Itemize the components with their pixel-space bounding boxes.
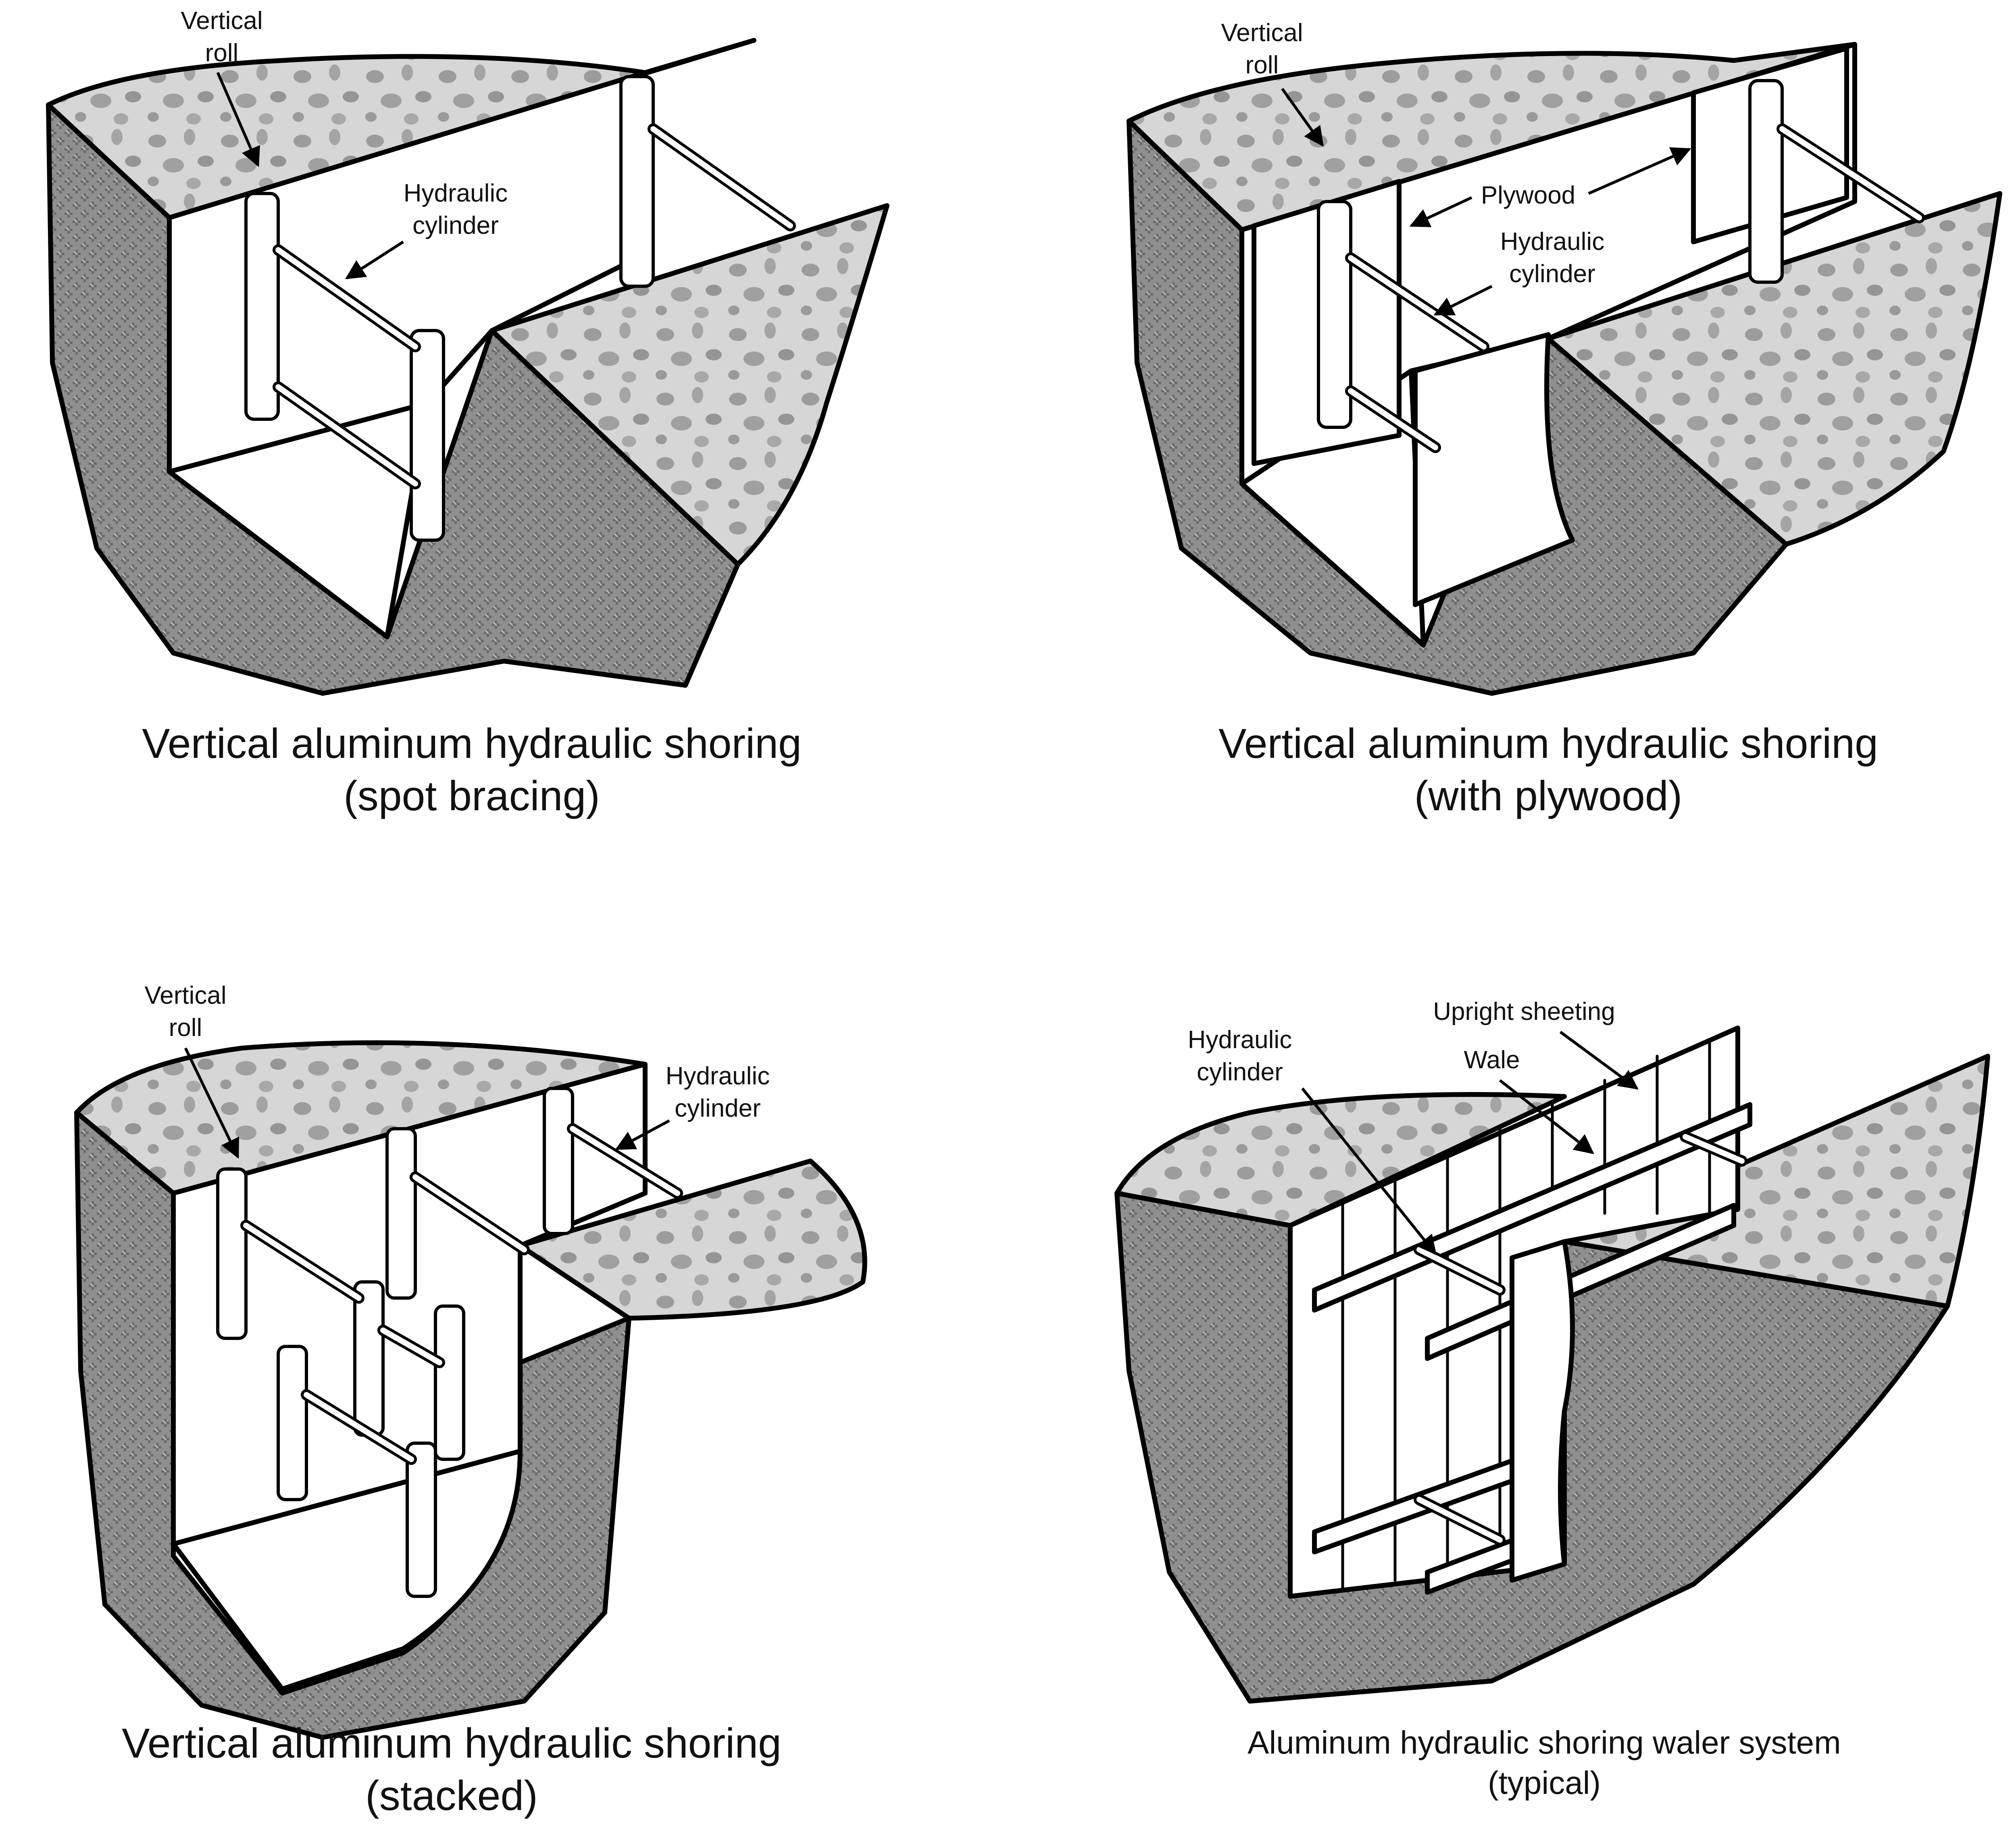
hydraulic-cylinder [275, 247, 418, 350]
hydraulic-cylinder [570, 1126, 680, 1196]
leader-arrow [216, 72, 260, 167]
vertical-rail [353, 1280, 385, 1437]
caption-line-1: Vertical aluminum hydraulic shoring [142, 720, 802, 767]
vertical-rail [619, 75, 655, 288]
vertical-rail [244, 192, 280, 421]
vertical-rail [543, 1087, 574, 1235]
wale-upper [1312, 1102, 1752, 1313]
label-hydraulic-cylinder-1: Hydraulic [666, 1062, 770, 1090]
label-hydraulic-cylinder-1: Hydraulic [1500, 228, 1604, 256]
vertical-rail [1317, 200, 1352, 429]
leader-arrow [1433, 285, 1493, 316]
label-vertical-roll-2: roll [205, 39, 239, 67]
vertical-rail [406, 1442, 437, 1598]
hydraulic-cylinder [1348, 388, 1438, 450]
hydraulic-cylinder [380, 1327, 442, 1365]
hydraulic-cylinder [1683, 1134, 1745, 1164]
leader-arrow [345, 241, 404, 279]
hydraulic-cylinder [275, 384, 418, 487]
hydraulic-cylinder [650, 126, 793, 229]
ground-surface-left [74, 1040, 648, 1196]
leader-arrow [1559, 1031, 1639, 1090]
panel-with-plywood: Vertical roll Plywood Hydraulic cylinder… [1127, 19, 2002, 820]
vertical-rail [1748, 79, 1784, 284]
hydraulic-cylinder [304, 1392, 414, 1462]
label-hydraulic-cylinder-2: cylinder [1197, 1058, 1283, 1086]
ground-surface-right [489, 203, 889, 567]
caption-line-2: (spot bracing) [344, 773, 600, 820]
hydraulic-cylinder [1416, 1247, 1503, 1293]
label-hydraulic-cylinder-2: cylinder [675, 1094, 761, 1122]
label-upright-sheeting: Upright sheeting [1433, 998, 1615, 1026]
ground-surface-left [1114, 1092, 1567, 1228]
label-wale: Wale [1464, 1046, 1520, 1074]
vertical-rail [410, 329, 445, 542]
ground-surface-left [1127, 42, 1857, 232]
hydraulic-cylinder [412, 1174, 527, 1252]
ground-surface-left [46, 38, 756, 220]
plywood-sheet-front [1413, 332, 1575, 607]
label-hydraulic-cylinder-2: cylinder [412, 212, 499, 239]
hydraulic-cylinder [243, 1223, 362, 1301]
vertical-rail [277, 1345, 308, 1501]
caption-line-2: (typical) [1488, 1765, 1601, 1801]
leader-arrow [1281, 87, 1324, 147]
label-vertical-roll-1: Vertical [181, 7, 262, 35]
vertical-rail [434, 1304, 465, 1461]
hydraulic-cylinder [1348, 255, 1487, 350]
label-hydraulic-cylinder-1: Hydraulic [404, 179, 508, 207]
label-vertical-roll-2: roll [1245, 51, 1279, 79]
vertical-rail [216, 1167, 248, 1340]
panel-stacked: Vertical roll Hydraulic cylinder Vertica… [74, 982, 867, 1819]
caption-line-2: (stacked) [365, 1773, 538, 1819]
caption-line-1: Vertical aluminum hydraulic shoring [122, 1720, 781, 1767]
leader-arrow [1588, 147, 1691, 195]
trench-floor [167, 401, 430, 639]
label-vertical-roll-1: Vertical [1221, 19, 1303, 47]
leader-arrow [184, 1047, 240, 1159]
hydraulic-cylinder [1779, 126, 1922, 221]
wale-upper-lower [1425, 1203, 1736, 1361]
label-hydraulic-cylinder-2: cylinder [1509, 260, 1595, 288]
label-plywood: Plywood [1481, 181, 1575, 209]
panel-spot-bracing: Vertical roll Hydraulic cylinder Vertica… [46, 7, 889, 820]
leader-arrow [1301, 1087, 1437, 1255]
ground-surface-right [1546, 191, 2002, 547]
soil-block [1114, 1191, 1950, 1704]
leader-arrow [615, 1119, 670, 1150]
hydraulic-cylinder [1416, 1497, 1503, 1543]
leader-arrow [1499, 1079, 1594, 1155]
caption-line-2: (with plywood) [1414, 773, 1683, 820]
ground-surface-right [518, 1159, 867, 1321]
label-vertical-roll-1: Vertical [144, 982, 226, 1009]
front-sheeting-edge [1510, 1239, 1575, 1583]
caption-line-1: Vertical aluminum hydraulic shoring [1218, 720, 1878, 767]
label-vertical-roll-2: roll [169, 1014, 202, 1042]
leader-arrow [1409, 196, 1472, 227]
caption-line-1: Aluminum hydraulic shoring waler system [1248, 1725, 1841, 1760]
vertical-rail [385, 1127, 417, 1300]
label-hydraulic-cylinder-1: Hydraulic [1188, 1026, 1292, 1054]
panel-waler-system: Upright sheeting Wale Hydraulic cylinder… [1114, 998, 1990, 1801]
